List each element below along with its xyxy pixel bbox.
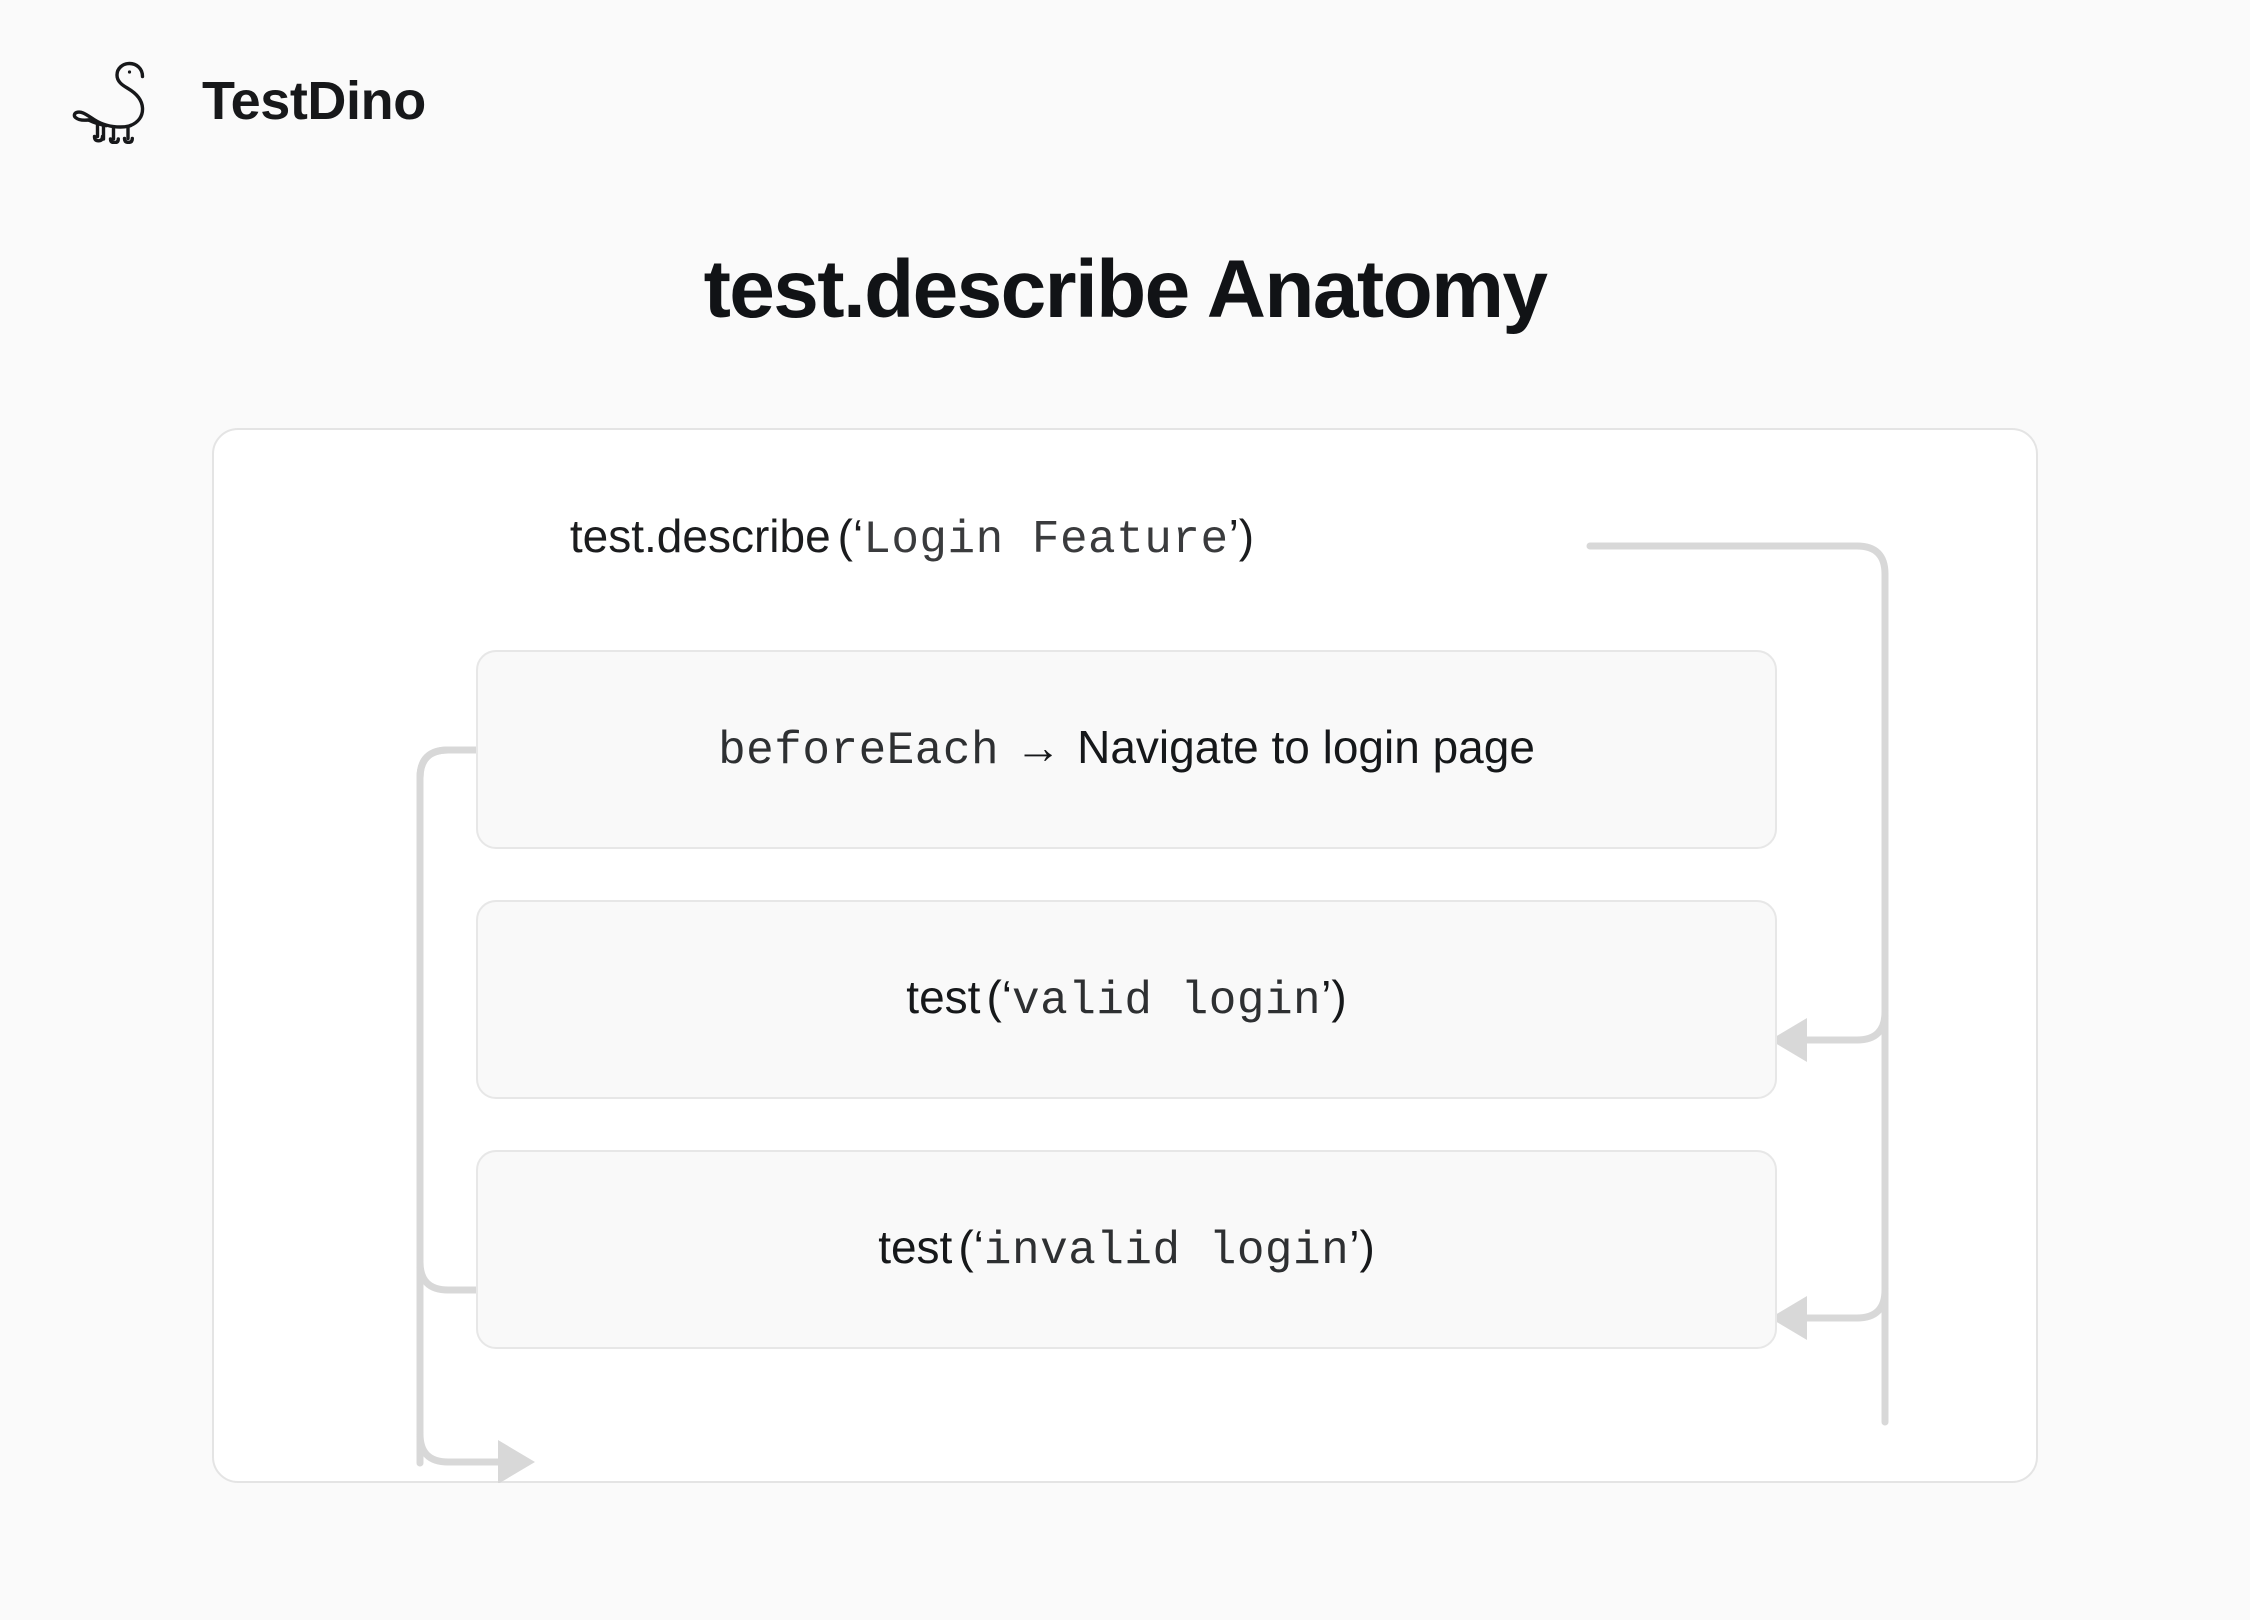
step-fn-name: test — [906, 970, 981, 1023]
step-box-test-valid-login[interactable]: test(‘valid login’) — [476, 900, 1777, 1099]
describe-close-paren: ’) — [1228, 510, 1255, 562]
page-title: test.describe Anatomy — [703, 244, 1548, 335]
step-close-paren: ’) — [1349, 1220, 1375, 1273]
step-text: beforeEach → Navigate to login page — [718, 718, 1535, 782]
brand-logo-wordmark: TestDino — [72, 58, 426, 144]
step-arg: invalid login — [983, 1224, 1350, 1277]
step-close-paren: ’) — [1321, 970, 1347, 1023]
step-text: test(‘invalid login’) — [878, 1218, 1375, 1282]
step-text: test(‘valid login’) — [906, 968, 1346, 1032]
describe-arg: Login Feature — [863, 514, 1229, 566]
step-open-paren: (‘ — [958, 1220, 984, 1273]
step-hook-name: beforeEach — [718, 724, 1000, 777]
describe-fn-name: test.describe — [569, 510, 831, 562]
step-fn-name: test — [878, 1220, 953, 1273]
describe-label: test.describe(‘Login Feature’) — [212, 505, 1612, 571]
brand-name: TestDino — [202, 71, 426, 131]
step-box-before-each[interactable]: beforeEach → Navigate to login page — [476, 650, 1777, 849]
step-box-test-invalid-login[interactable]: test(‘invalid login’) — [476, 1150, 1777, 1349]
dinosaur-icon — [72, 61, 145, 144]
step-open-paren: (‘ — [986, 970, 1012, 1023]
step-arg: valid login — [1012, 974, 1322, 1027]
arrow-right-icon: → — [1015, 720, 1062, 773]
step-description: Navigate to login page — [1077, 720, 1535, 773]
describe-open-paren: (‘ — [837, 510, 864, 562]
